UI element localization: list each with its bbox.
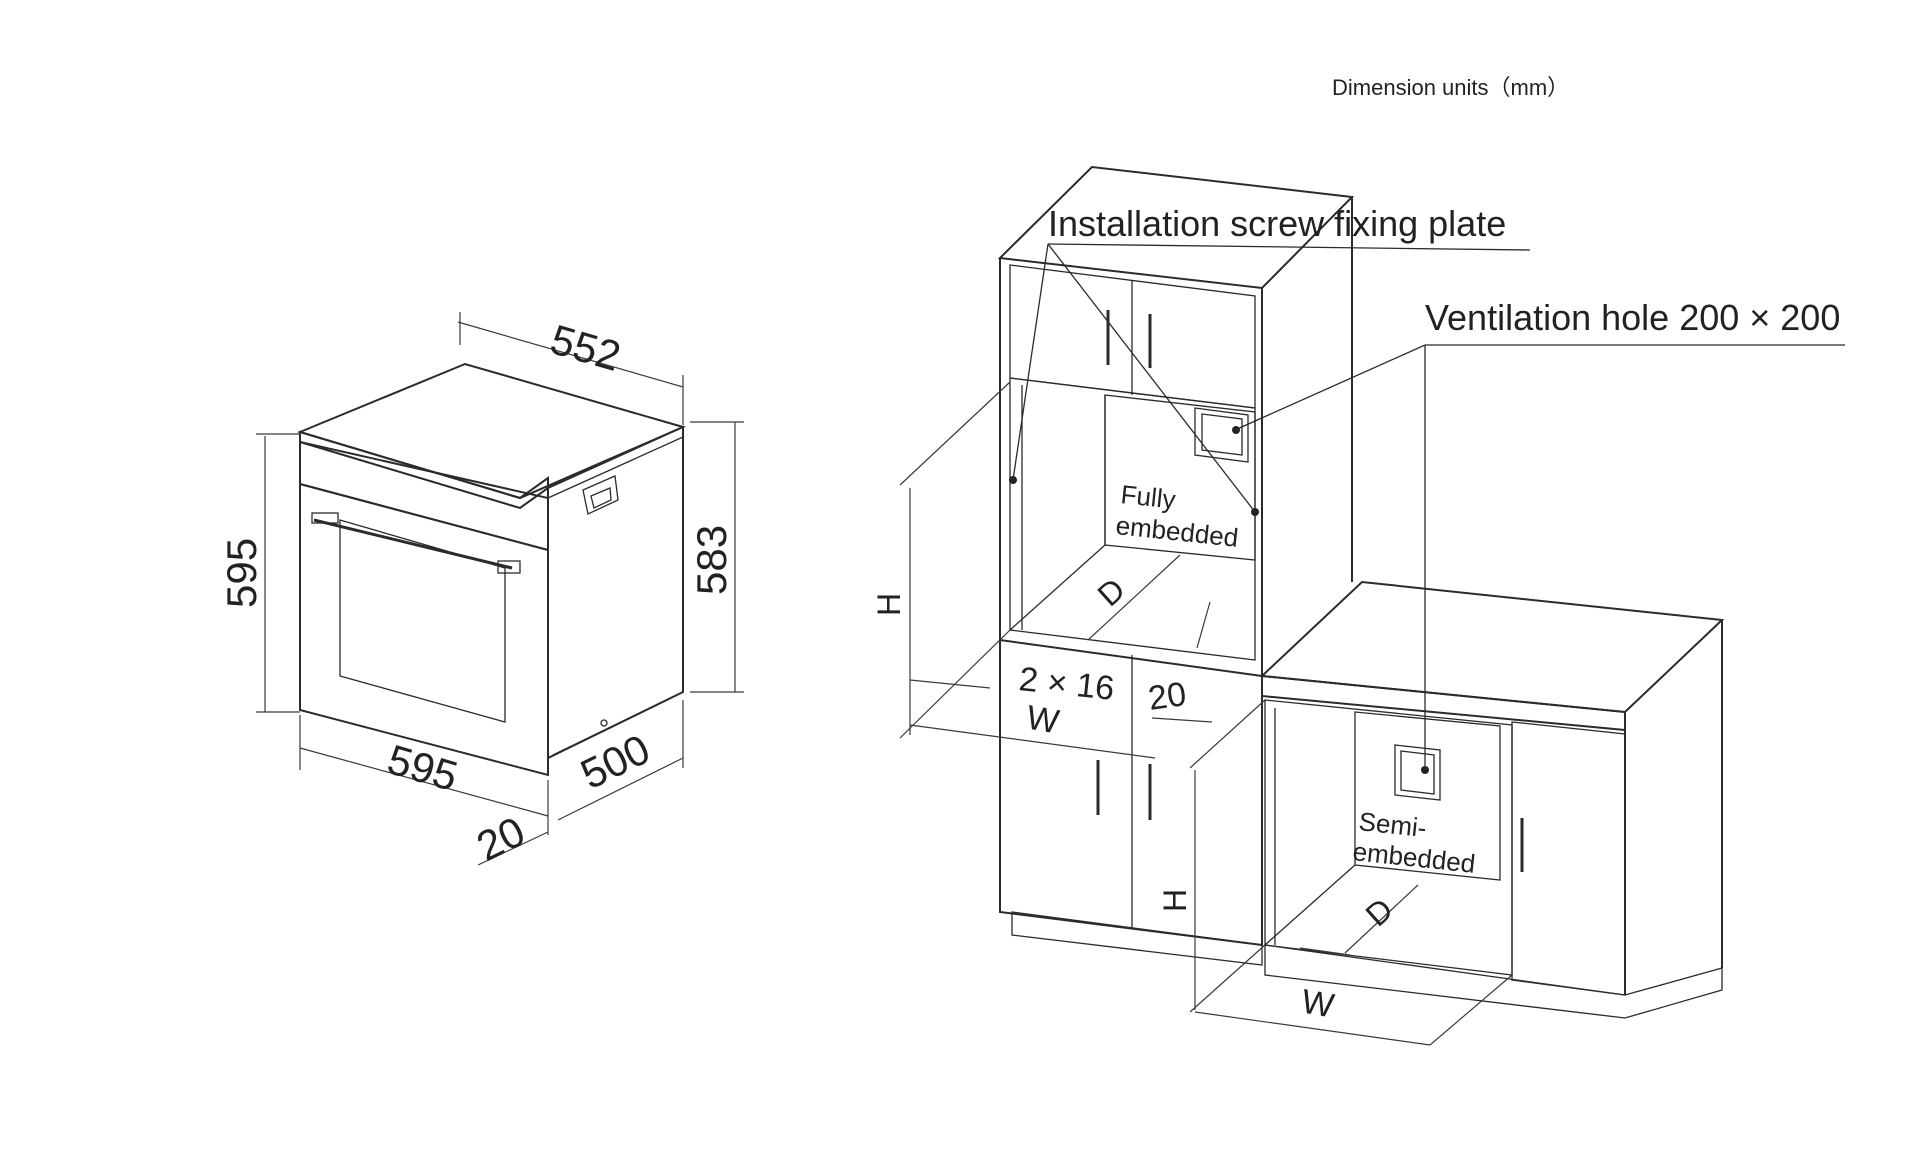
counter-top — [1259, 580, 1725, 714]
oven-bracket — [582, 475, 619, 515]
semi-h-label: H — [1157, 889, 1193, 912]
lower-vent-hole-inner — [1400, 750, 1435, 795]
oven-bracket-inner — [590, 487, 612, 509]
oven-handle — [313, 518, 513, 570]
base-right-door — [1511, 721, 1626, 996]
fully-d-label: D — [1091, 571, 1132, 613]
units-note: Dimension units（mm） — [1332, 75, 1569, 100]
oven-foot — [600, 719, 608, 727]
base-plinth — [1264, 944, 1723, 1019]
tall-cabinet-plinth — [1011, 911, 1263, 966]
fully-embedded-label-2: embedded — [1114, 510, 1239, 553]
dim-500: 500 — [573, 725, 657, 798]
semi-embedded-label-2: embedded — [1351, 836, 1476, 879]
oven-bottom-edge — [552, 691, 684, 756]
oven-side-line — [547, 436, 684, 499]
cabinet-dimension-lines — [899, 381, 1513, 1046]
semi-w-label: W — [1299, 982, 1337, 1025]
semi-niche-floor — [1264, 864, 1356, 946]
niche-opening — [1009, 377, 1256, 661]
oven-top-face — [297, 362, 686, 500]
oven-handle-end — [497, 560, 521, 574]
semi-embedded-label-1: Semi- — [1357, 806, 1428, 843]
dim-595-left: 595 — [218, 538, 265, 608]
dim-20: 20 — [469, 807, 532, 870]
dim-552: 552 — [546, 315, 626, 379]
fully-bottom-gap-label: 20 — [1146, 675, 1189, 718]
counter-edge — [1261, 674, 1626, 732]
fully-w-label: W — [1024, 698, 1062, 741]
callout-screw-plate: Installation screw fixing plate — [1048, 203, 1506, 244]
tall-cabinet — [997, 165, 1355, 966]
callout-leaders — [1012, 243, 1845, 770]
fully-h-label: H — [871, 593, 907, 616]
dim-595-front: 595 — [383, 735, 463, 799]
niche-floor-left — [1009, 544, 1106, 631]
fully-embedded-label-1: Fully — [1119, 479, 1177, 515]
semi-niche-back — [1354, 711, 1501, 881]
upper-vent-hole-inner — [1201, 413, 1243, 456]
oven-drawing — [297, 362, 686, 777]
dim-583: 583 — [688, 525, 735, 595]
base-cabinet — [1259, 580, 1725, 1019]
oven-door — [299, 482, 549, 777]
oven-handle-end — [311, 512, 339, 524]
semi-d-label: D — [1359, 891, 1400, 933]
upper-vent-hole — [1194, 407, 1249, 463]
oven-window — [339, 519, 506, 723]
callout-ventilation: Ventilation hole 200 × 200 — [1425, 297, 1840, 338]
oven-dimension-lines — [256, 312, 744, 866]
